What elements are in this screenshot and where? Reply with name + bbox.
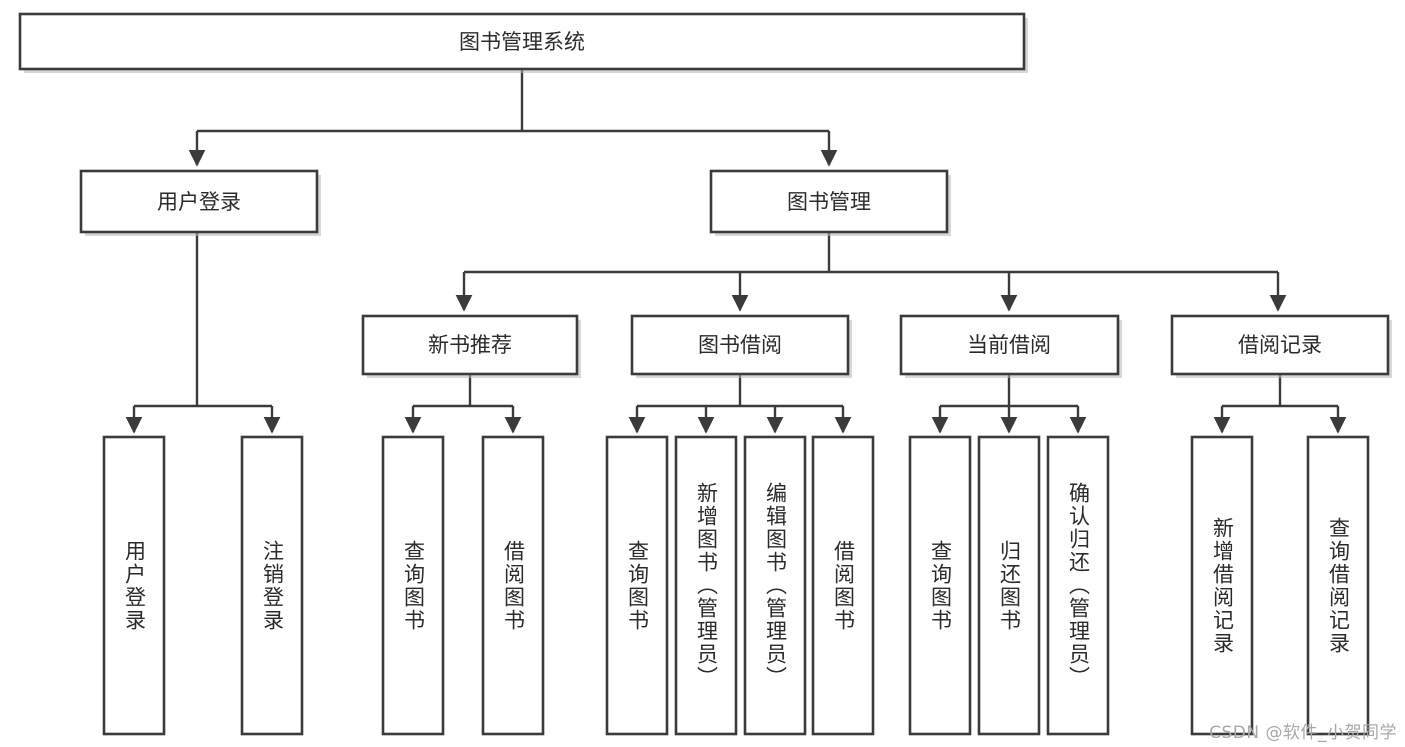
node-current-borrow-label: 当前借阅 [967,333,1051,357]
node-root-label: 图书管理系统 [459,30,585,54]
node-borrow-record[interactable]: 借阅记录 [1170,314,1392,378]
leaf-box-book-borrow-4[interactable] [811,435,875,736]
leaf-box-new-book-1[interactable] [381,435,445,736]
node-book-manage-label: 图书管理 [787,190,871,214]
leaf-group-new-book-recommend [381,435,545,736]
leaf-box-user-login-2[interactable] [240,435,304,736]
node-book-borrow-box[interactable] [630,314,850,376]
connector-group-new-book [404,374,522,434]
node-book-borrow-label: 图书借阅 [698,333,782,357]
leaf-box-book-borrow-3[interactable] [743,435,807,736]
node-borrow-record-label: 借阅记录 [1238,333,1322,357]
node-root-box[interactable] [18,12,1026,71]
leaf-group-borrow-record [1190,435,1370,736]
node-current-borrow[interactable]: 当前借阅 [899,314,1122,378]
node-user-login-label: 用户登录 [157,190,241,214]
leaf-group-book-borrow [605,435,875,736]
node-new-book-recommend-box[interactable] [361,314,579,376]
leaf-group-user-login [102,435,304,736]
node-book-manage[interactable]: 图书管理 [709,169,951,236]
leaf-box-current-borrow-1[interactable] [908,435,972,736]
leaf-box-borrow-record-2[interactable] [1306,435,1370,736]
connector-group-root [188,69,838,167]
leaf-box-borrow-record-1[interactable] [1190,435,1254,736]
node-book-borrow[interactable]: 图书借阅 [630,314,852,378]
node-new-book-recommend-label: 新书推荐 [428,333,512,357]
leaf-box-book-borrow-1[interactable] [605,435,669,736]
node-root[interactable]: 图书管理系统 [18,12,1028,73]
leaf-box-book-borrow-2[interactable] [674,435,738,736]
connector-group-current-borrow [931,374,1087,434]
leaf-group-current-borrow [908,435,1110,736]
leaf-box-user-login-1[interactable] [102,435,166,736]
node-user-login-box[interactable] [79,169,319,234]
node-current-borrow-box[interactable] [899,314,1120,376]
connector-group-user-login [125,232,281,434]
leaf-box-new-book-2[interactable] [481,435,545,736]
connector-group-book-borrow [628,374,852,434]
node-new-book-recommend[interactable]: 新书推荐 [361,314,581,378]
node-user-login[interactable]: 用户登录 [79,169,321,236]
node-borrow-record-box[interactable] [1170,314,1390,376]
connector-group-borrow-record [1213,374,1347,434]
watermark: CSDN @软件_小贺同学 [1209,723,1397,743]
node-book-manage-box[interactable] [709,169,949,234]
leaf-box-current-borrow-2[interactable] [977,435,1041,736]
connector-group-book-manage [455,232,1287,312]
leaf-box-current-borrow-3[interactable] [1046,435,1110,736]
